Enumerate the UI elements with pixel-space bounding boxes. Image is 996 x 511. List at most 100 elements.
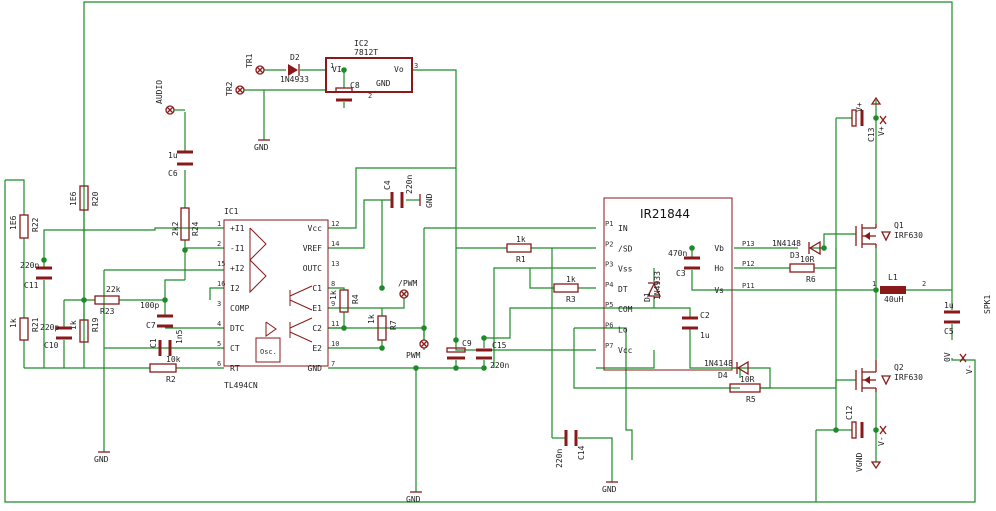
- c10-ref: C10: [44, 341, 59, 350]
- tl494-left-pin-7-number: 5: [217, 340, 221, 348]
- tl494-left-pin-8-number: 6: [217, 360, 221, 368]
- tl494-right-pin-2-label: VREF: [303, 244, 322, 253]
- ir21844-right-pin-3-label: Vs: [714, 286, 724, 295]
- ir21844-right-pin-1-number: P13: [742, 240, 755, 248]
- tl494-left-pin-6-number: 4: [217, 320, 221, 328]
- l1-ref: L1: [888, 273, 898, 282]
- gnd-label-mid: GND: [406, 495, 421, 504]
- ir21844-left-pin-3-number: P3: [605, 261, 613, 269]
- ir21844-left-pin-4-number: P4: [605, 281, 613, 289]
- r1-ref: R1: [516, 255, 526, 264]
- r6-value: 10R: [800, 255, 815, 264]
- r21-ref: R21: [31, 317, 40, 332]
- ir21844-left-pin-7-number: P7: [605, 342, 613, 350]
- tl494-left-pin-3-label: +I2: [230, 264, 245, 273]
- c10-value: 220p: [40, 323, 59, 332]
- ir21844-left-pin-1-label: IN: [618, 224, 628, 233]
- tl494-left-pin-5-number: 3: [217, 300, 221, 308]
- c13-ref: C13: [867, 127, 876, 142]
- c11-ref: C11: [24, 281, 39, 290]
- zero-v-terminal: 0V V-: [943, 352, 974, 374]
- reg-pin1: 1: [330, 62, 334, 70]
- tl494-right-pin-3-number: 13: [331, 260, 339, 268]
- vplus-label: V+: [855, 102, 864, 112]
- r5-ref: R5: [746, 395, 756, 404]
- r4-value: 1k: [329, 290, 338, 300]
- tl494-right-pin-8-label: GND: [308, 364, 323, 373]
- gnd-label-left: GND: [94, 455, 109, 464]
- tr2-terminal: TR2: [225, 81, 264, 96]
- tl494-left-pin-8-label: RT: [230, 364, 240, 373]
- r2-ref: R2: [166, 375, 176, 384]
- ir21844-right-pin-1-label: Vb: [714, 244, 724, 253]
- wires: [4, 1, 976, 503]
- r24-ref: R24: [191, 221, 200, 236]
- tl494-left-pin-7-label: CT: [230, 344, 240, 353]
- reg-vi: VI: [332, 65, 342, 74]
- d1-ref: D1: [643, 292, 652, 302]
- r22-value: 1E6: [9, 215, 18, 230]
- r22-ref: R22: [31, 217, 40, 232]
- tl494-left-pin-4-label: I2: [230, 284, 240, 293]
- tl494-osc-label: Osc.: [260, 348, 277, 356]
- q2-mosfet: Q2 IRF630: [855, 360, 923, 392]
- ir21844-left-pin-1-number: P1: [605, 220, 613, 228]
- terminals: AUDIO TR1 TR2 /PWM PWM SPK1: [155, 53, 992, 472]
- c4-value: 220n: [405, 175, 414, 194]
- c9-ref: C9: [462, 339, 472, 348]
- r2-value: 10k: [166, 355, 181, 364]
- c7-value: 100p: [140, 301, 159, 310]
- audio-label: AUDIO: [155, 80, 164, 104]
- tr2-label: TR2: [225, 81, 234, 96]
- d1-value: 1N4933: [653, 271, 662, 300]
- ir21844-left-pin-7-label: Vcc: [618, 346, 633, 355]
- q2-ref: Q2: [894, 363, 904, 372]
- tl494-value: TL494CN: [224, 381, 258, 390]
- d2-value: 1N4933: [280, 75, 309, 84]
- vgnd-label: VGND: [855, 453, 864, 472]
- r6-ref: R6: [806, 275, 816, 284]
- d3-value: 1N4148: [772, 239, 801, 248]
- tl494-left-pin-2-label: -I1: [230, 244, 245, 253]
- tl494-ref: IC1: [224, 207, 239, 216]
- tl494-right-pin-1-number: 12: [331, 220, 339, 228]
- pwm-terminal: PWM: [406, 339, 429, 360]
- c7-ref: C7: [146, 321, 156, 330]
- c6-ref: C6: [168, 169, 178, 178]
- c14-value: 220n: [555, 449, 564, 468]
- pwm-n-label: /PWM: [398, 279, 417, 288]
- r19-value: 1k: [69, 320, 78, 330]
- reg-ref: IC2: [354, 39, 369, 48]
- ic-7812: IC2 7812T VI Vo GND 1 3 2: [325, 39, 418, 100]
- tr1-label: TR1: [245, 53, 254, 68]
- tl494-right-pin-4-number: 8: [331, 280, 335, 288]
- zero-v-label: 0V: [943, 352, 952, 362]
- c1-value: 1n5: [175, 329, 184, 344]
- q1-value: IRF630: [894, 231, 923, 240]
- spk-terminal: SPK1: [983, 295, 992, 314]
- c3-ref: C3: [676, 269, 686, 278]
- r5-value: 10R: [740, 375, 755, 384]
- reg-pin2: 2: [368, 92, 372, 100]
- c11-value: 220n: [20, 261, 39, 270]
- r21-value: 1k: [9, 318, 18, 328]
- c8-ref: C8: [350, 81, 360, 90]
- c2-ref: C2: [700, 311, 710, 320]
- tl494-left-pin-1-label: +I1: [230, 224, 245, 233]
- c5-value: 1u: [944, 301, 954, 310]
- ir21844-left-pin-5-number: P5: [605, 301, 613, 309]
- reg-pin3: 3: [414, 62, 418, 70]
- q2-value: IRF630: [894, 373, 923, 382]
- spk-label: SPK1: [983, 295, 992, 314]
- l1-value: 40uH: [884, 295, 903, 304]
- diodes: D2 1N4933 D1 1N4933 1N4148 D3 1N4148 D4: [280, 53, 821, 380]
- resistors: 1E6 R22 1E6 R20 1k R21 1k R19 22k R23 2k…: [9, 185, 816, 404]
- ir21844-left-pin-3-label: Vss: [618, 265, 633, 274]
- r3-value: 1k: [566, 275, 576, 284]
